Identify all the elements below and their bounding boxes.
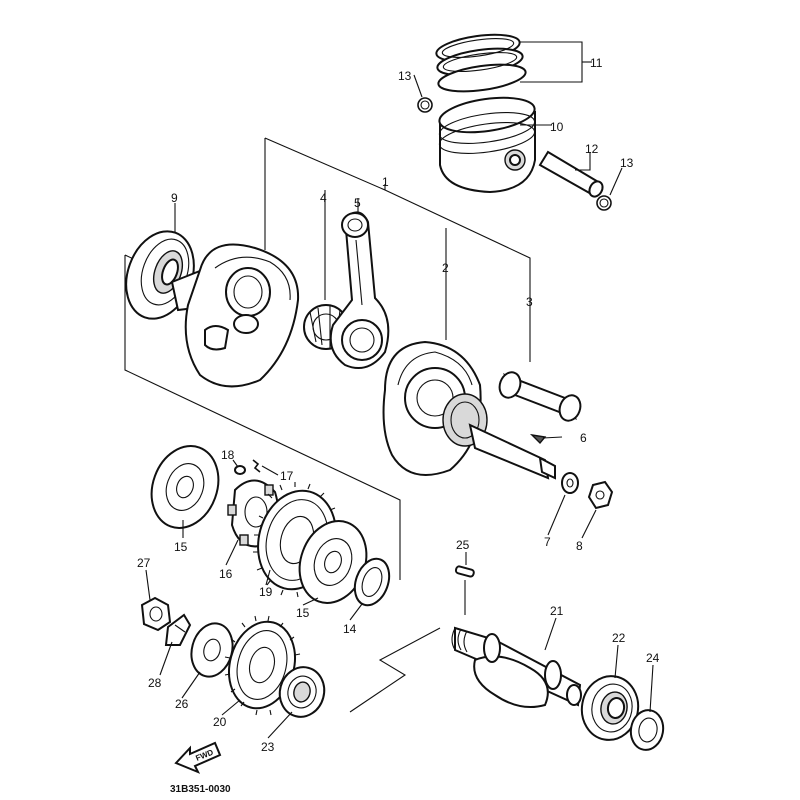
callout-26: 26 <box>175 697 189 711</box>
assembly-bracket-lines <box>124 41 592 713</box>
callout-23: 23 <box>261 740 275 754</box>
oil-seal-24 <box>629 709 665 751</box>
callout-19: 19 <box>259 585 273 599</box>
crank-main-shaft <box>468 423 556 480</box>
callout-16: 16 <box>219 567 233 581</box>
crank-flywheel-left <box>184 243 300 388</box>
callout-22: 22 <box>612 631 626 645</box>
callout-27: 27 <box>137 556 151 570</box>
callout-13-right: 13 <box>620 156 634 170</box>
callout-9: 9 <box>171 191 178 205</box>
callout-11: 11 <box>590 56 603 70</box>
callout-5: 5 <box>354 196 361 210</box>
callout-17: 17 <box>280 469 294 483</box>
piston-pin-clip-right <box>596 195 612 211</box>
crank-pin <box>498 371 582 422</box>
balancer-shaft-21 <box>451 626 582 708</box>
lock-washer-28 <box>164 613 192 646</box>
washer-14 <box>353 557 391 607</box>
leader-lines <box>145 74 654 739</box>
callout-15-bottom: 15 <box>296 606 310 620</box>
callout-21: 21 <box>550 604 564 618</box>
callout-2: 2 <box>442 261 449 275</box>
callout-25: 25 <box>456 538 470 552</box>
callout-13-top: 13 <box>398 69 412 83</box>
callout-labels: 1 2 3 4 5 6 7 8 9 10 11 12 13 13 14 15 1… <box>137 56 660 754</box>
callout-12: 12 <box>585 142 599 156</box>
callout-18: 18 <box>221 448 235 462</box>
callout-15-top: 15 <box>174 540 188 554</box>
callout-14: 14 <box>343 622 357 636</box>
connecting-rod <box>329 211 390 369</box>
crank-washer <box>561 472 579 494</box>
nut-27 <box>140 596 172 632</box>
callout-24: 24 <box>646 651 660 665</box>
pin-18 <box>234 465 246 475</box>
piston-pin <box>538 150 604 198</box>
callout-28: 28 <box>148 676 162 690</box>
piston-pin-clip-left <box>417 97 433 113</box>
spring-17 <box>252 459 261 473</box>
piston <box>438 96 536 194</box>
callout-3: 3 <box>526 295 533 309</box>
straight-key-25 <box>454 565 475 578</box>
woodruff-key <box>529 433 547 445</box>
figure-code: 31B351-0030 <box>170 784 231 795</box>
callout-8: 8 <box>576 539 583 553</box>
balancer-plate-15-top <box>150 445 220 529</box>
callout-4: 4 <box>320 191 327 205</box>
fwd-arrow-icon: FWD <box>174 741 222 774</box>
callout-7: 7 <box>544 535 551 549</box>
piston-rings <box>435 33 527 93</box>
callout-6: 6 <box>580 431 587 445</box>
callout-1: 1 <box>382 175 389 189</box>
crank-nut <box>587 480 614 510</box>
callout-10: 10 <box>550 120 564 134</box>
callout-20: 20 <box>213 715 227 729</box>
bearing-23 <box>278 666 326 718</box>
bearing-22 <box>580 675 640 741</box>
